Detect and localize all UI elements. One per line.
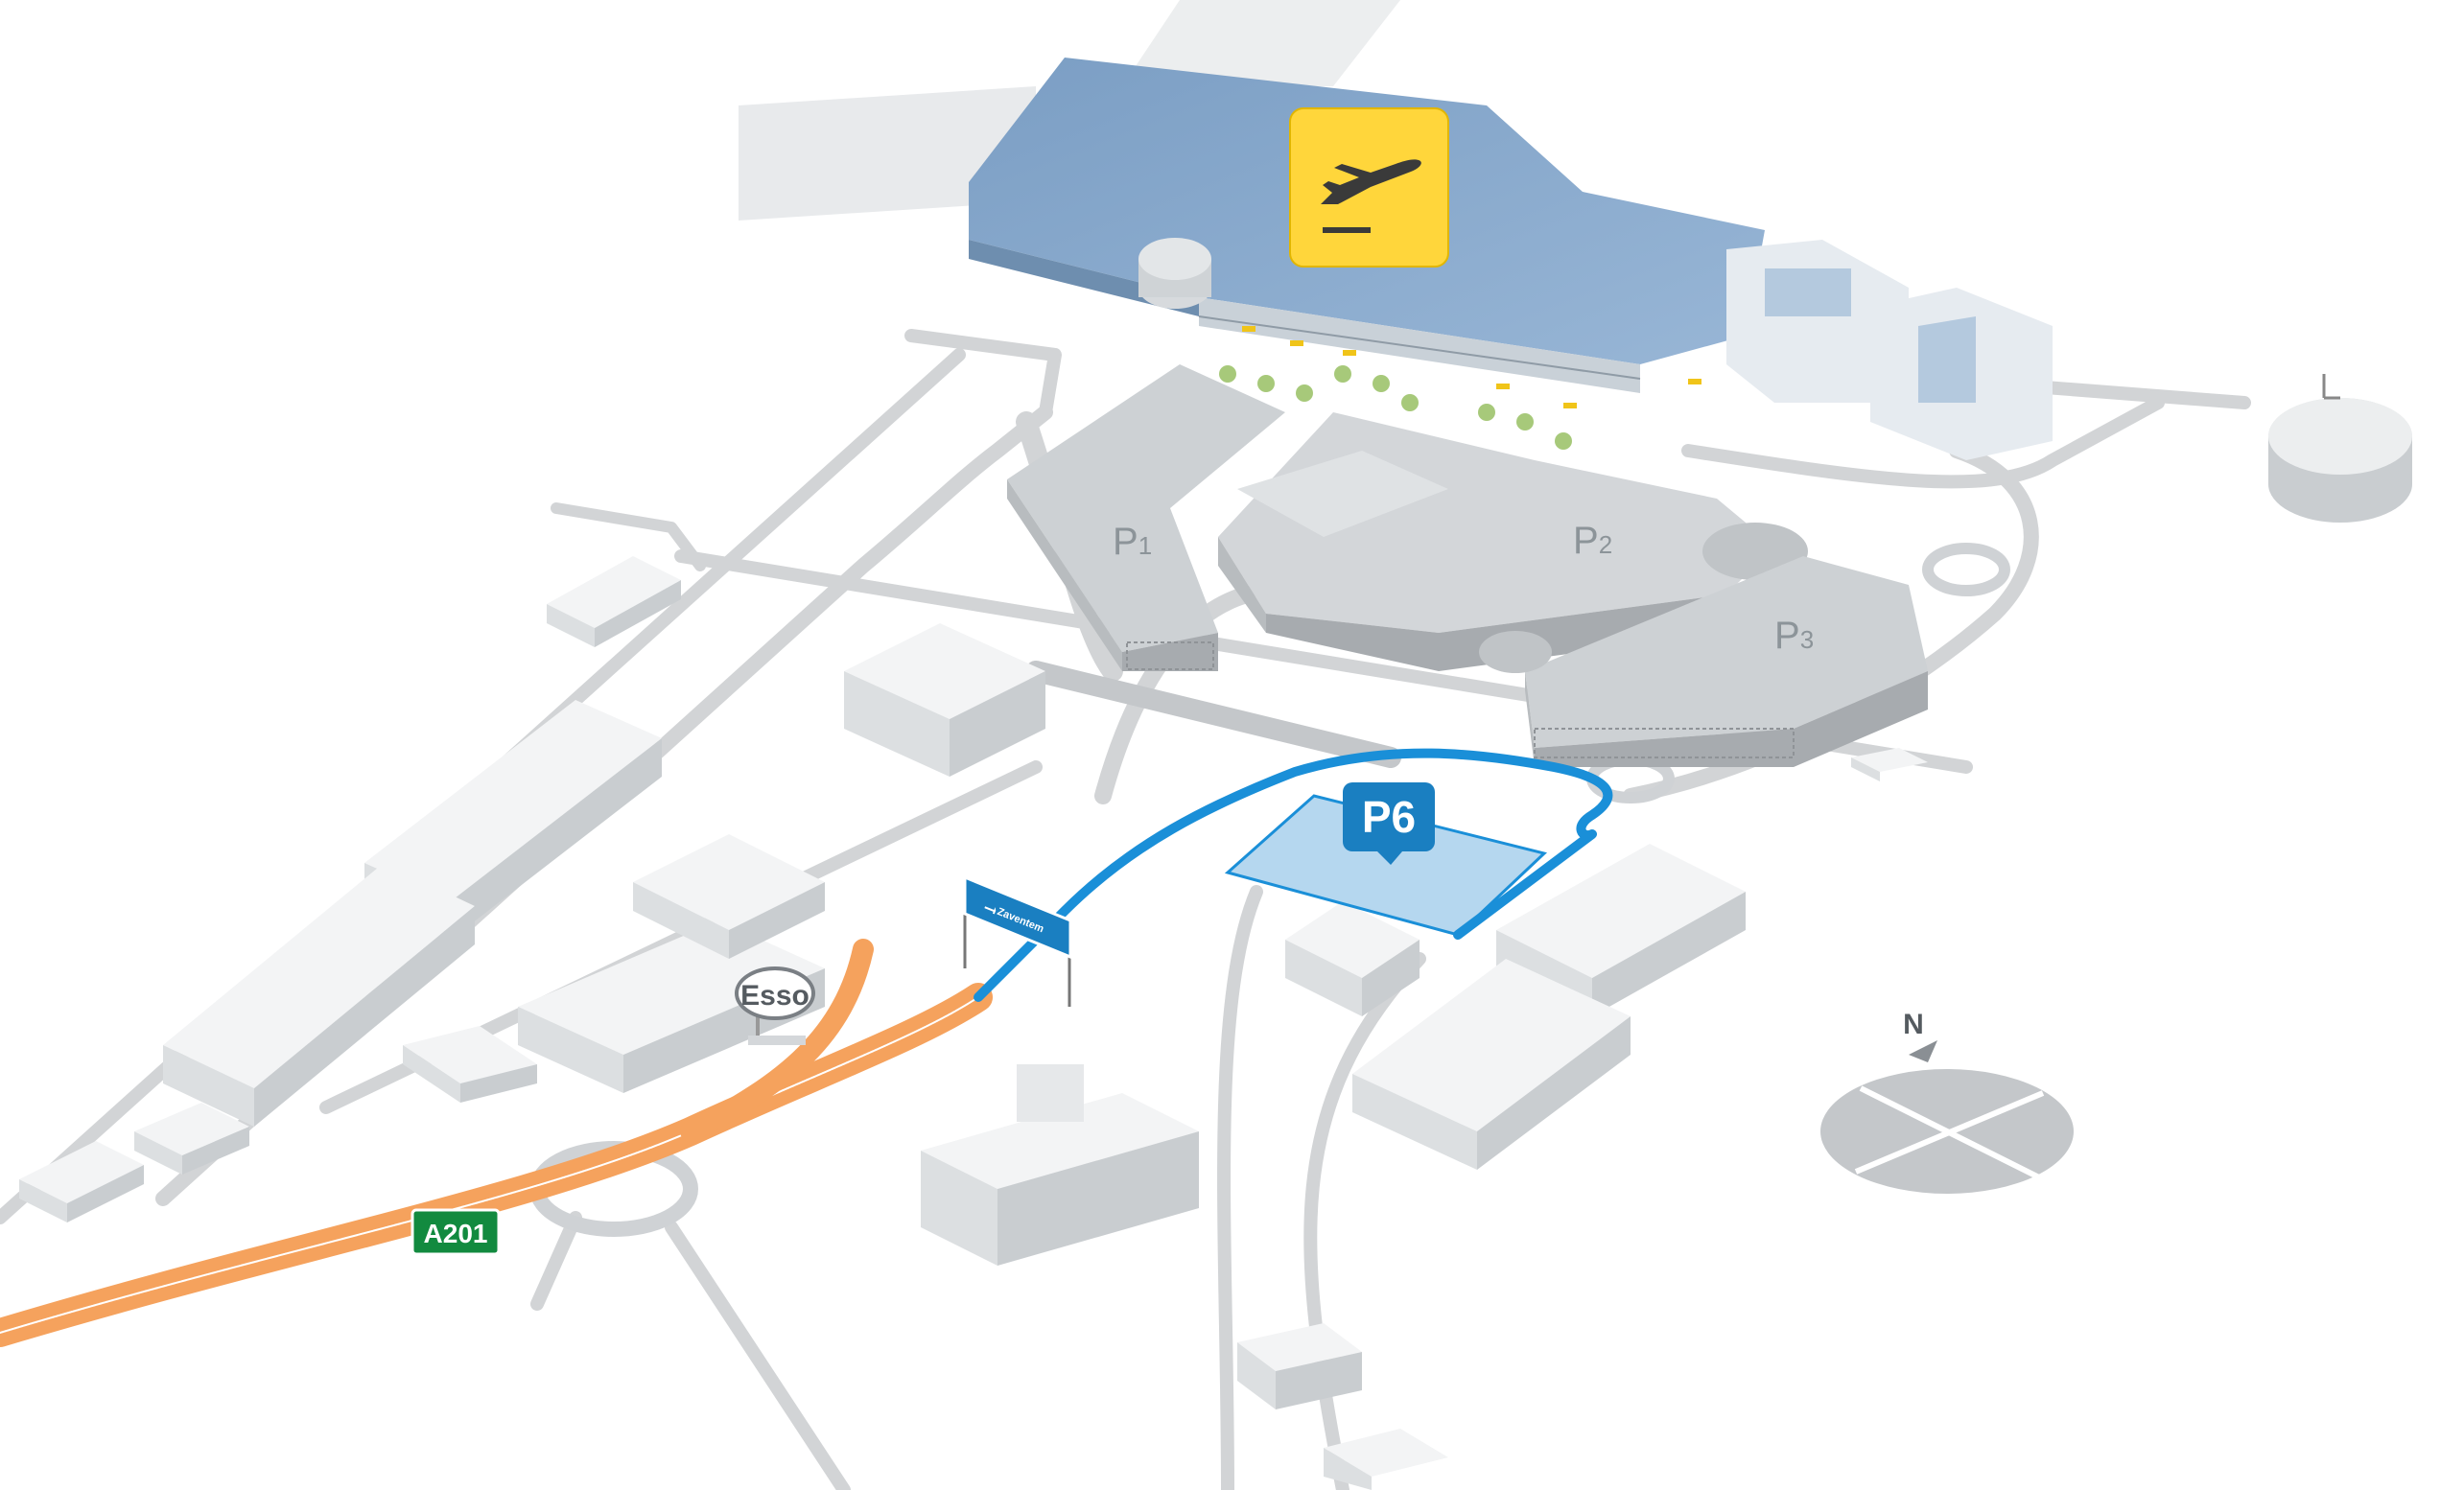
small-building (134, 1103, 249, 1175)
parking-p2-building (1218, 412, 1808, 671)
warehouse (633, 834, 825, 959)
parking-p3-label: P3 (1774, 615, 1814, 657)
parking-p6-area (1224, 794, 1548, 937)
north-arrow-icon (1909, 1040, 1937, 1062)
parking-garages: P1 P2 P3 (1007, 364, 1928, 767)
industrial-buildings (19, 556, 1928, 1490)
road-south-roundabout-approach (530, 1211, 851, 1490)
parking-p6-label: P6 (1362, 792, 1416, 842)
highway-a201-shield: A201 (411, 1208, 501, 1256)
departures-airplane-icon (1321, 159, 1421, 233)
parking-p6 (1224, 794, 1548, 937)
road-bridge (1025, 661, 1401, 768)
parking-p3-building (1479, 556, 1928, 767)
terminal-building (739, 0, 2412, 523)
parking-p2-label: P2 (1573, 520, 1612, 562)
parking-p6-callout: P6 (1343, 782, 1435, 865)
small-building (1237, 1323, 1362, 1409)
road-feeder-to-terminal (155, 405, 1053, 1206)
route-to-p6 (974, 748, 1613, 1002)
warehouse (547, 556, 681, 647)
road-sign-zaventem: Zaventem (963, 874, 1072, 1007)
gas-station-label: Esso (740, 980, 810, 1012)
departures-sign (1289, 107, 1449, 268)
small-building (403, 1026, 537, 1103)
small-building (19, 1141, 144, 1222)
small-building (1851, 748, 1928, 781)
control-tower (2268, 374, 2412, 523)
forecourt-taxi-markers (1242, 326, 1701, 408)
warehouse (163, 863, 475, 1127)
parking-p1-building (1007, 364, 1285, 671)
office-block (1285, 901, 1420, 1016)
compass-rose: N (1820, 1009, 2074, 1194)
airplane-icon (984, 906, 997, 915)
highway-label: A201 (424, 1219, 488, 1248)
compass-north-label: N (1903, 1009, 1924, 1040)
road-ring-north (1681, 396, 2165, 489)
highway-a201 (0, 939, 993, 1347)
road-south-curve (1217, 885, 1263, 1490)
office-block (844, 623, 1045, 777)
office-complex (921, 1064, 1199, 1266)
road-upper-left (904, 329, 1062, 419)
parking-p1-label: P1 (1113, 521, 1152, 563)
gas-station-esso: Esso (735, 966, 815, 1045)
office-block (1352, 959, 1631, 1170)
small-building (1324, 1429, 1448, 1490)
forecourt-trees (1219, 365, 1572, 450)
